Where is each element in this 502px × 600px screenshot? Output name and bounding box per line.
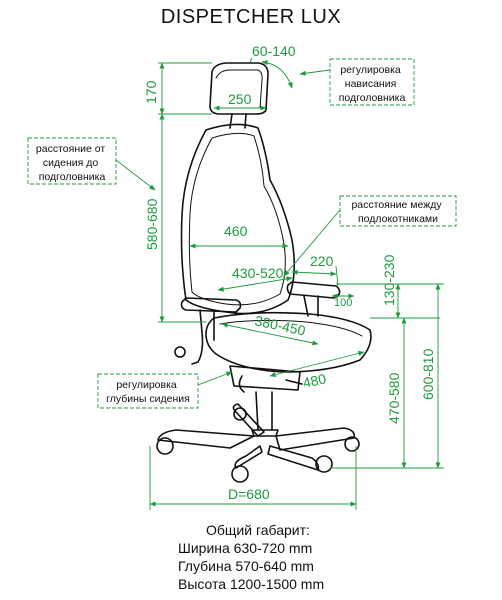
callout-seat-to-head-line-1: расстояние от [36, 143, 105, 155]
svg-text:регулировка нависания: регулировка нависания подголовника [339, 64, 406, 104]
dim-seat-to-head: 580-680 [144, 198, 160, 250]
dim-seat-width: 380-450 [253, 312, 307, 338]
callout-seat-depth-line-1: регулировка [116, 379, 177, 391]
callout-seat-to-head-line-3: подголовника [39, 171, 106, 183]
dim-back-width: 460 [224, 223, 248, 239]
page-title: DISPETCHER LUX [160, 6, 342, 28]
dim-armrest-length: 220 [310, 253, 334, 269]
summary-heading: Общий габарит: [206, 522, 310, 538]
summary-width: Ширина 630-720 mm [178, 540, 313, 556]
armrest-left [180, 297, 242, 313]
callout-box-seat-to-head [27, 137, 117, 185]
callout-headrest-tilt-line-2: нависания [345, 78, 397, 90]
summary-depth: Глубина 570-640 mm [178, 558, 314, 574]
dim-armrest-height: 130-230 [381, 254, 397, 306]
callout-box-headrest-tilt [329, 58, 415, 106]
summary-height: Высота 1200-1500 mm [178, 576, 325, 592]
backrest [180, 123, 296, 315]
callout-seat-depth-line-2: глубины сидения [106, 393, 190, 405]
dim-armrest-width: 100 [334, 297, 352, 309]
dim-head-tilt: 60-140 [252, 43, 296, 59]
callout-seat-to-head-line-2: сидения до [43, 157, 98, 169]
callout-headrest-tilt-line-3: подголовника [339, 92, 406, 104]
dim-head-width: 250 [228, 91, 252, 107]
armrest-right [286, 281, 341, 299]
dim-base-diameter: D=680 [228, 486, 270, 502]
caster [231, 465, 249, 483]
chair-base [157, 429, 255, 449]
callout-armrest-distance-line-2: подлокотниками [358, 213, 438, 225]
caster [233, 407, 247, 421]
dim-total-height: 600-810 [420, 348, 436, 400]
dim-seat-height: 470-580 [386, 372, 402, 424]
caster [156, 437, 174, 455]
callout-headrest-tilt-line-1: регулировка [340, 64, 401, 76]
callout-armrest-distance-line-1: расстояние между [351, 199, 442, 211]
caster [344, 436, 360, 452]
callout-box-seat-depth [97, 373, 199, 409]
svg-text:регулировка глубины сидени: регулировка глубины сидения [106, 379, 190, 405]
caster [315, 455, 333, 473]
svg-text:расстояние от сидения до: расстояние от сидения до подголовника [36, 143, 108, 183]
dim-armrest-distance: 430-520 [232, 265, 284, 281]
dim-head-height: 170 [143, 80, 159, 104]
dim-seat-depth: 480 [301, 370, 327, 391]
overall-dimensions: Общий габарит: Ширина 630-720 mm Глубина… [178, 521, 378, 593]
svg-text:расстояние между подлокотн: расстояние между подлокотниками [351, 199, 444, 225]
callout-box-armrest-distance [339, 195, 457, 227]
